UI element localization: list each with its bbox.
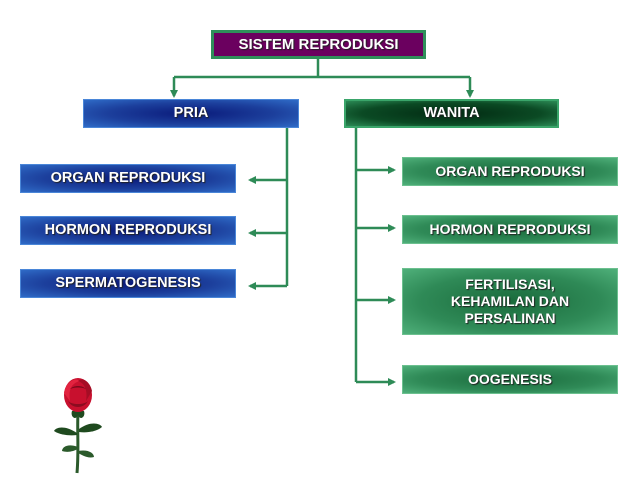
wanita-item-label: FERTILISASI, KEHAMILAN DAN PERSALINAN xyxy=(450,276,570,326)
wanita-item-organ: ORGAN REPRODUKSI xyxy=(402,157,618,186)
root-node: SISTEM REPRODUKSI xyxy=(211,30,426,59)
pria-item-label: SPERMATOGENESIS xyxy=(55,274,201,291)
wanita-item-hormon: HORMON REPRODUKSI xyxy=(402,215,618,244)
root-node-label: SISTEM REPRODUKSI xyxy=(238,35,399,53)
wanita-node-label: WANITA xyxy=(423,104,480,121)
wanita-item-label: OOGENESIS xyxy=(467,371,553,388)
pria-item-spermatogenesis: SPERMATOGENESIS xyxy=(20,269,236,298)
wanita-item-label: HORMON REPRODUKSI xyxy=(429,221,591,238)
pria-item-organ: ORGAN REPRODUKSI xyxy=(20,164,236,193)
pria-item-label: HORMON REPRODUKSI xyxy=(44,221,212,238)
wanita-item-oogenesis: OOGENESIS xyxy=(402,365,618,394)
wanita-node: WANITA xyxy=(344,99,559,128)
pria-node: PRIA xyxy=(83,99,299,128)
red-rose-icon xyxy=(54,378,102,474)
pria-item-hormon: HORMON REPRODUKSI xyxy=(20,216,236,245)
pria-item-label: ORGAN REPRODUKSI xyxy=(50,169,206,186)
pria-node-label: PRIA xyxy=(173,104,209,121)
wanita-item-fertilisasi: FERTILISASI, KEHAMILAN DAN PERSALINAN xyxy=(402,268,618,335)
wanita-item-label: ORGAN REPRODUKSI xyxy=(435,163,585,180)
